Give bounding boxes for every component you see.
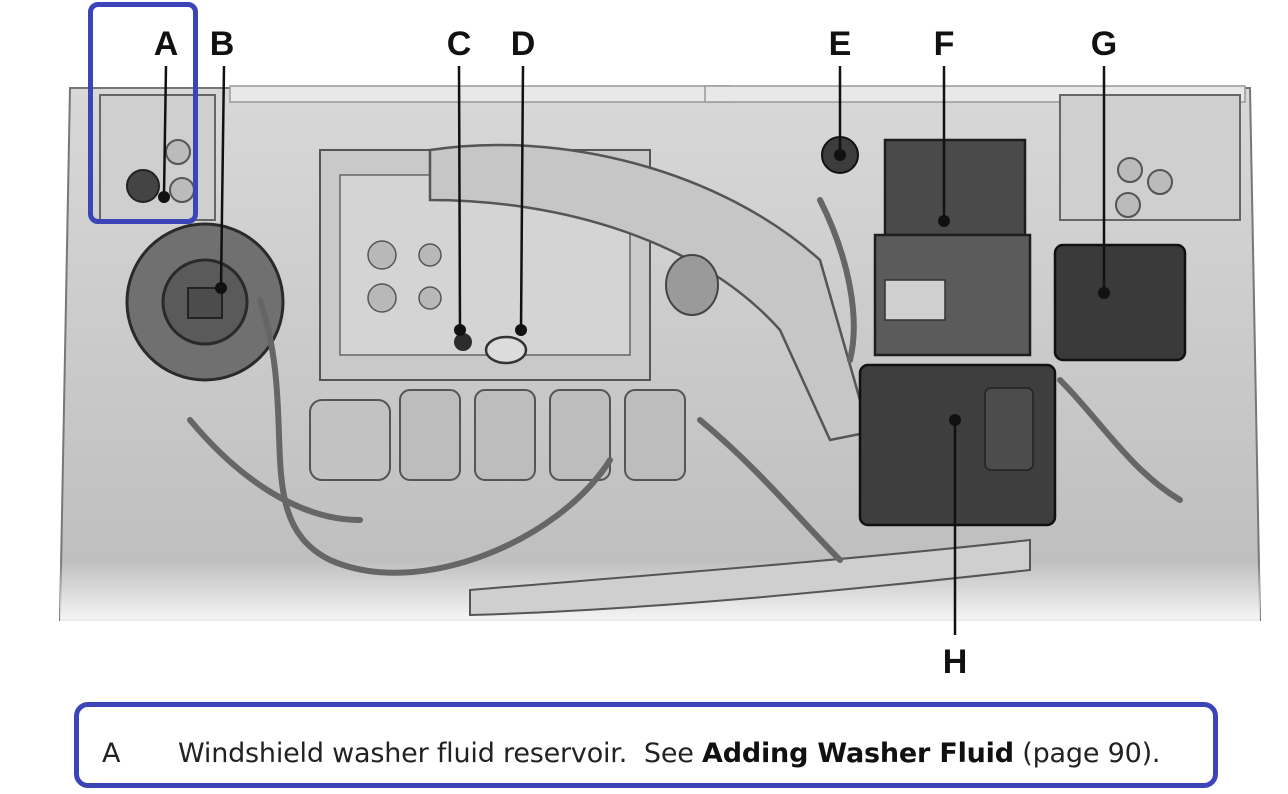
callout-e: E bbox=[828, 25, 852, 63]
callout-g: G bbox=[1090, 25, 1118, 63]
engine-line-art bbox=[58, 65, 1262, 635]
legend-highlight-box bbox=[74, 702, 1218, 788]
engine-compartment-illustration: A B C D E F G H bbox=[58, 25, 1262, 681]
callout-a: A bbox=[153, 25, 179, 63]
legend-reference-link[interactable]: Adding Washer Fluid bbox=[702, 738, 1014, 769]
legend-key: A bbox=[102, 738, 121, 769]
callout-b: B bbox=[209, 25, 235, 63]
callout-f: F bbox=[933, 25, 955, 63]
highlight-callout-a bbox=[88, 2, 198, 224]
callout-h: H bbox=[942, 643, 968, 681]
legend-description: Windshield washer fluid reservoir. bbox=[178, 738, 628, 769]
callout-d: D bbox=[510, 25, 536, 63]
legend-see: See bbox=[643, 738, 694, 769]
callout-c: C bbox=[446, 25, 472, 63]
legend-page-ref: (page 90). bbox=[1022, 738, 1161, 769]
